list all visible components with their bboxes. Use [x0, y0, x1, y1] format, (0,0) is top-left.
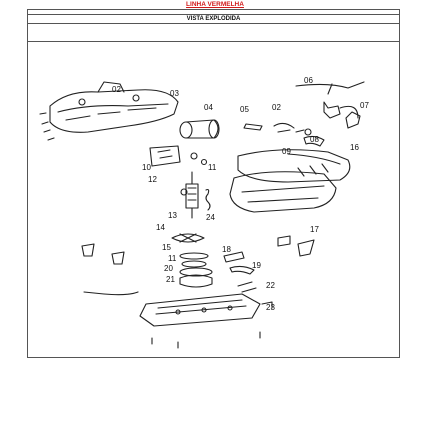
part-label-19: 19	[252, 261, 261, 270]
part-label-16: 16	[350, 143, 359, 152]
exploded-view-diagram: 02 03 04 05 02 06 07 08 09 16 10 11 12 1…	[39, 76, 369, 349]
base-pad-part	[139, 293, 261, 327]
part-label-18: 18	[222, 245, 231, 254]
part-label-08: 08	[310, 135, 319, 144]
part-label-11b: 11	[168, 254, 177, 263]
part-label-10: 10	[142, 163, 151, 172]
part-label-11: 11	[208, 163, 217, 172]
part-label-02: 02	[112, 85, 121, 94]
part-label-13: 13	[168, 211, 177, 220]
document-title: LINHA VERMELHA	[186, 1, 244, 8]
part-label-14: 14	[156, 223, 165, 232]
part-label-07: 07	[360, 101, 369, 110]
upper-housing-part	[49, 81, 179, 133]
blank-row	[28, 24, 399, 42]
part-label-09: 09	[282, 147, 291, 156]
rear-housing-part	[237, 149, 351, 183]
part-label-15: 15	[162, 243, 171, 252]
part-label-12: 12	[148, 175, 157, 184]
part-label-02b: 02	[272, 103, 281, 112]
sanding-body-part	[229, 171, 337, 213]
part-label-05: 05	[240, 105, 249, 114]
motor-cylinder-part	[179, 119, 220, 139]
part-label-22: 22	[266, 281, 275, 290]
part-label-21: 21	[166, 275, 175, 284]
part-label-23: 23	[266, 303, 275, 312]
part-label-06: 06	[304, 76, 313, 85]
section-subtitle: VISTA EXPLODIDA	[28, 14, 399, 24]
part-label-03: 03	[170, 89, 179, 98]
part-label-17: 17	[310, 225, 319, 234]
part-label-24: 24	[206, 213, 215, 222]
part-label-20: 20	[164, 264, 173, 273]
part-label-04: 04	[204, 103, 213, 112]
document-frame: VISTA EXPLODIDA	[27, 9, 400, 358]
armature-part	[180, 171, 199, 219]
